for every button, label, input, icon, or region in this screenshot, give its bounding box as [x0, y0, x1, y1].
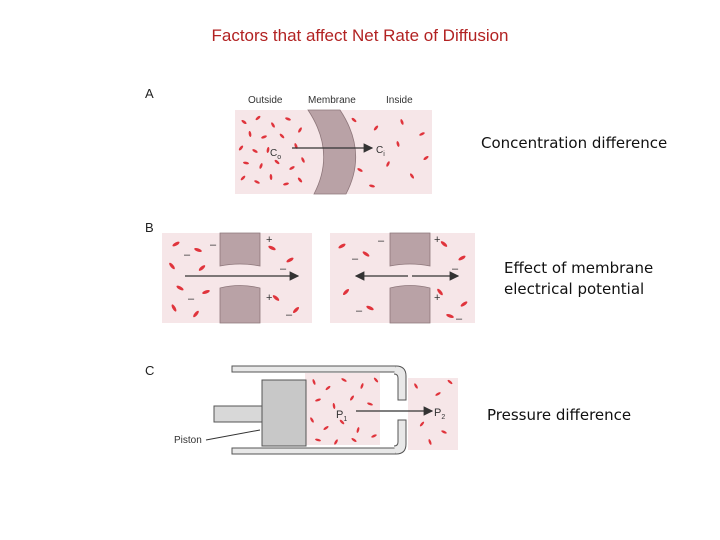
panel-b: B: [145, 220, 475, 325]
charge-plus: +: [434, 292, 440, 304]
charge-minus: –: [188, 293, 195, 305]
panel-b-right-membrane-bottom: [389, 285, 431, 324]
panel-b-particles: [169, 241, 468, 319]
caption-membrane-potential: Effect of membrane electrical potential: [504, 258, 653, 300]
label-piston: Piston: [174, 435, 202, 446]
charge-plus: +: [266, 292, 272, 304]
panel-b-left-membrane-bottom: [219, 285, 261, 324]
panel-b-letter: B: [145, 220, 154, 235]
panel-a-particles: [238, 115, 429, 188]
panel-a-letter: A: [145, 86, 154, 101]
panel-c-outlet-field: [408, 378, 458, 450]
charge-minus: –: [356, 305, 363, 317]
panel-b-right-membrane-top: [389, 232, 431, 267]
label-p2: P2: [434, 407, 445, 421]
panel-c-piston-head: [261, 379, 307, 447]
label-membrane: Membrane: [308, 95, 356, 106]
panel-c-cylinder-wall-top: [231, 365, 397, 373]
charge-minus: –: [452, 263, 459, 275]
panel-c-chamber-field: [305, 373, 380, 445]
charge-minus: –: [352, 253, 359, 265]
panel-a: A Outside Membrane Inside: [145, 86, 432, 195]
panel-c-piston-rod: [213, 405, 263, 423]
panel-c-orifice-wall: [393, 365, 407, 455]
panel-c: C Piston: [145, 363, 458, 455]
caption-concentration-difference: Concentration difference: [481, 134, 668, 152]
panel-b-charges: + + + + – – – – – – – – – –: [184, 234, 463, 325]
caption-membrane-potential-line1: Effect of membrane: [504, 259, 654, 277]
charge-minus: –: [210, 239, 217, 251]
label-p1: P1: [336, 409, 347, 423]
label-inside: Inside: [386, 95, 413, 106]
charge-minus: –: [184, 249, 191, 261]
charge-minus: –: [456, 313, 463, 325]
charge-plus: +: [266, 234, 272, 246]
caption-pressure-difference: Pressure difference: [487, 406, 632, 424]
caption-membrane-potential-line2: electrical potential: [504, 280, 645, 298]
diffusion-figure: A Outside Membrane Inside: [145, 86, 475, 455]
charge-plus: +: [434, 234, 440, 246]
panel-b-left-membrane-top: [219, 232, 261, 267]
panel-a-membrane: [307, 109, 356, 195]
slide-title: Factors that affect Net Rate of Diffusio…: [211, 26, 509, 45]
charge-minus: –: [378, 235, 385, 247]
charge-minus: –: [280, 263, 287, 275]
piston-label-leader: [205, 429, 261, 441]
panel-c-particles: [310, 377, 453, 445]
panel-c-cylinder-wall-bottom: [231, 447, 397, 455]
label-outside: Outside: [248, 95, 283, 106]
panel-c-letter: C: [145, 363, 154, 378]
label-ci: Ci: [376, 145, 385, 158]
label-c0: Co: [270, 148, 281, 161]
charge-minus: –: [286, 309, 293, 321]
